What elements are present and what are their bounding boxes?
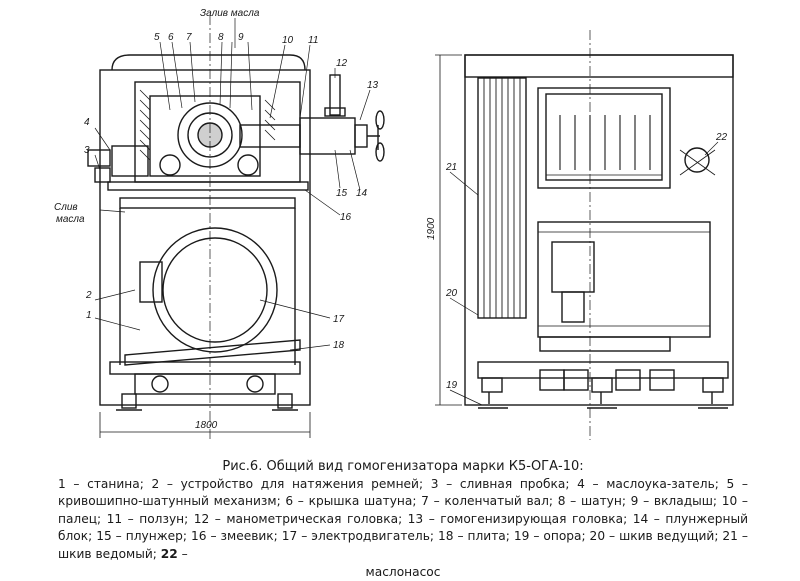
support-b	[591, 377, 613, 393]
height-dimension	[435, 54, 462, 406]
label-width-dim: 1800	[195, 420, 218, 431]
belt-tensioner	[139, 261, 163, 303]
slider	[239, 124, 301, 148]
label-20: 20	[445, 288, 458, 299]
figure-caption: Рис.6. Общий вид гомогенизатора марки К5…	[58, 458, 748, 581]
label-oil-fill: Залив масла	[200, 8, 260, 19]
figure-labels: Залив масла Слив масла 1800 1900 5 6 7 8…	[54, 8, 728, 431]
label-6: 6	[168, 32, 174, 43]
side-frame	[464, 54, 734, 406]
upper-plate	[107, 181, 309, 191]
label-19: 19	[446, 380, 458, 391]
label-13: 13	[367, 80, 379, 91]
front-frame	[99, 69, 311, 406]
oil-gauge	[87, 149, 111, 167]
top-cover	[111, 54, 306, 71]
label-2: 2	[85, 290, 92, 301]
front-view	[87, 15, 385, 440]
support-right	[277, 393, 293, 409]
homogenizer-technical-drawing: Залив масла Слив масла 1800 1900 5 6 7 8…	[54, 8, 734, 440]
left-bearing	[159, 154, 181, 176]
manometric-head	[329, 74, 341, 116]
label-21: 21	[445, 162, 457, 173]
label-1: 1	[86, 310, 92, 321]
electric-motor	[152, 227, 278, 353]
caption-body: 1 – станина; 2 – устройство для натяжени…	[58, 476, 748, 564]
caption-item22-number: 22	[160, 546, 178, 561]
handwheel	[367, 125, 380, 150]
label-17: 17	[333, 314, 345, 325]
label-15: 15	[336, 188, 348, 199]
support-left	[121, 393, 137, 409]
width-dimension	[99, 412, 311, 438]
label-9: 9	[238, 32, 244, 43]
label-22: 22	[715, 132, 728, 143]
caption-items: 1 – станина; 2 – устройство для натяжени…	[58, 476, 748, 561]
label-5: 5	[154, 32, 160, 43]
homogenizing-head	[354, 124, 368, 148]
label-10: 10	[282, 35, 294, 46]
label-11: 11	[308, 35, 318, 46]
label-8: 8	[218, 32, 224, 43]
label-18: 18	[333, 340, 345, 351]
caption-item22-dash: –	[177, 546, 188, 561]
right-bearing	[237, 154, 259, 176]
caption-title: Рис.6. Общий вид гомогенизатора марки К5…	[222, 459, 584, 474]
oil-pump	[684, 147, 710, 173]
crankcase-side	[537, 87, 671, 189]
label-14: 14	[356, 188, 368, 199]
label-12: 12	[336, 58, 348, 69]
side-leaders	[449, 141, 719, 406]
side-view	[435, 30, 734, 440]
drain-plug	[94, 167, 111, 183]
label-height-dim: 1900	[426, 217, 437, 240]
label-16: 16	[340, 212, 352, 223]
caption-tail: маслонасос	[365, 564, 441, 579]
label-3: 3	[84, 145, 90, 156]
support-c	[702, 377, 724, 393]
label-oil-drain-2: масла	[56, 214, 85, 225]
label-7: 7	[186, 32, 192, 43]
support-a	[481, 377, 503, 393]
front-leaders	[94, 18, 371, 351]
label-4: 4	[84, 117, 90, 128]
crank-chamber	[149, 95, 261, 177]
plunger-block	[299, 117, 356, 155]
drive-pulley	[551, 241, 595, 293]
label-oil-drain-1: Слив	[54, 202, 78, 213]
motor-side	[537, 221, 711, 338]
